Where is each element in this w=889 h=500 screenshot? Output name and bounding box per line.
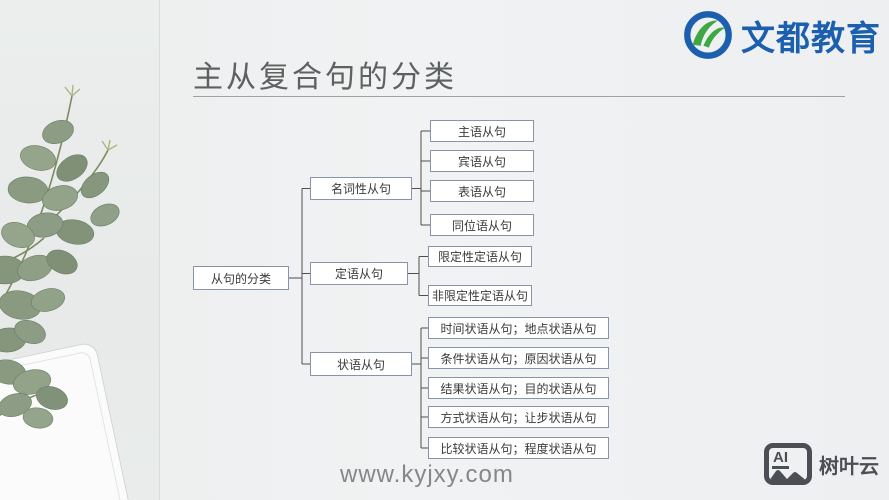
diagram-leaf-condition-reason: 条件状语从句；原因状语从句 bbox=[428, 347, 609, 369]
ai-picture-icon: AI bbox=[764, 443, 812, 485]
shuyeyun-logo: AI 树叶云 bbox=[764, 443, 879, 485]
diagram-node-attributive-clause: 定语从句 bbox=[310, 262, 408, 285]
brand-name: 文都教育 bbox=[741, 19, 881, 58]
diagram-node-adverbial-clause: 状语从句 bbox=[310, 352, 412, 376]
diagram-leaf-subject-clause: 主语从句 bbox=[430, 120, 534, 142]
brand-logo: 文都教育 bbox=[681, 8, 881, 62]
left-photo-panel bbox=[0, 0, 160, 500]
diagram-leaf-comparison-degree: 比较状语从句；程度状语从句 bbox=[428, 437, 609, 459]
diagram-leaf-time-place: 时间状语从句；地点状语从句 bbox=[428, 317, 609, 339]
diagram-leaf-predicative-clause: 表语从句 bbox=[430, 180, 534, 202]
mountain-icon bbox=[769, 470, 806, 480]
diagram-leaf-appositive-clause: 同位语从句 bbox=[430, 214, 534, 236]
diagram-node-noun-clause: 名词性从句 bbox=[310, 177, 412, 200]
shuyeyun-name: 树叶云 bbox=[819, 455, 879, 478]
title-underline bbox=[193, 96, 845, 97]
diagram-leaf-object-clause: 宾语从句 bbox=[430, 150, 534, 172]
slide-title: 主从复合句的分类 bbox=[193, 61, 457, 94]
diagram-leaf-restrictive: 限定性定语从句 bbox=[428, 246, 532, 267]
ai-icon-text: AI bbox=[772, 450, 789, 469]
watermark-url: www.kyjxy.com bbox=[340, 461, 514, 488]
diagram-leaf-nonrestrictive: 非限定性定语从句 bbox=[428, 285, 532, 306]
diagram-node-root: 从句的分类 bbox=[193, 266, 289, 290]
diagram-leaf-manner-concession: 方式状语从句；让步状语从句 bbox=[428, 406, 609, 428]
eucalyptus-plant-image bbox=[0, 84, 120, 429]
diagram-leaf-result-purpose: 结果状语从句；目的状语从句 bbox=[428, 377, 609, 399]
wendu-logo-icon bbox=[684, 11, 732, 59]
